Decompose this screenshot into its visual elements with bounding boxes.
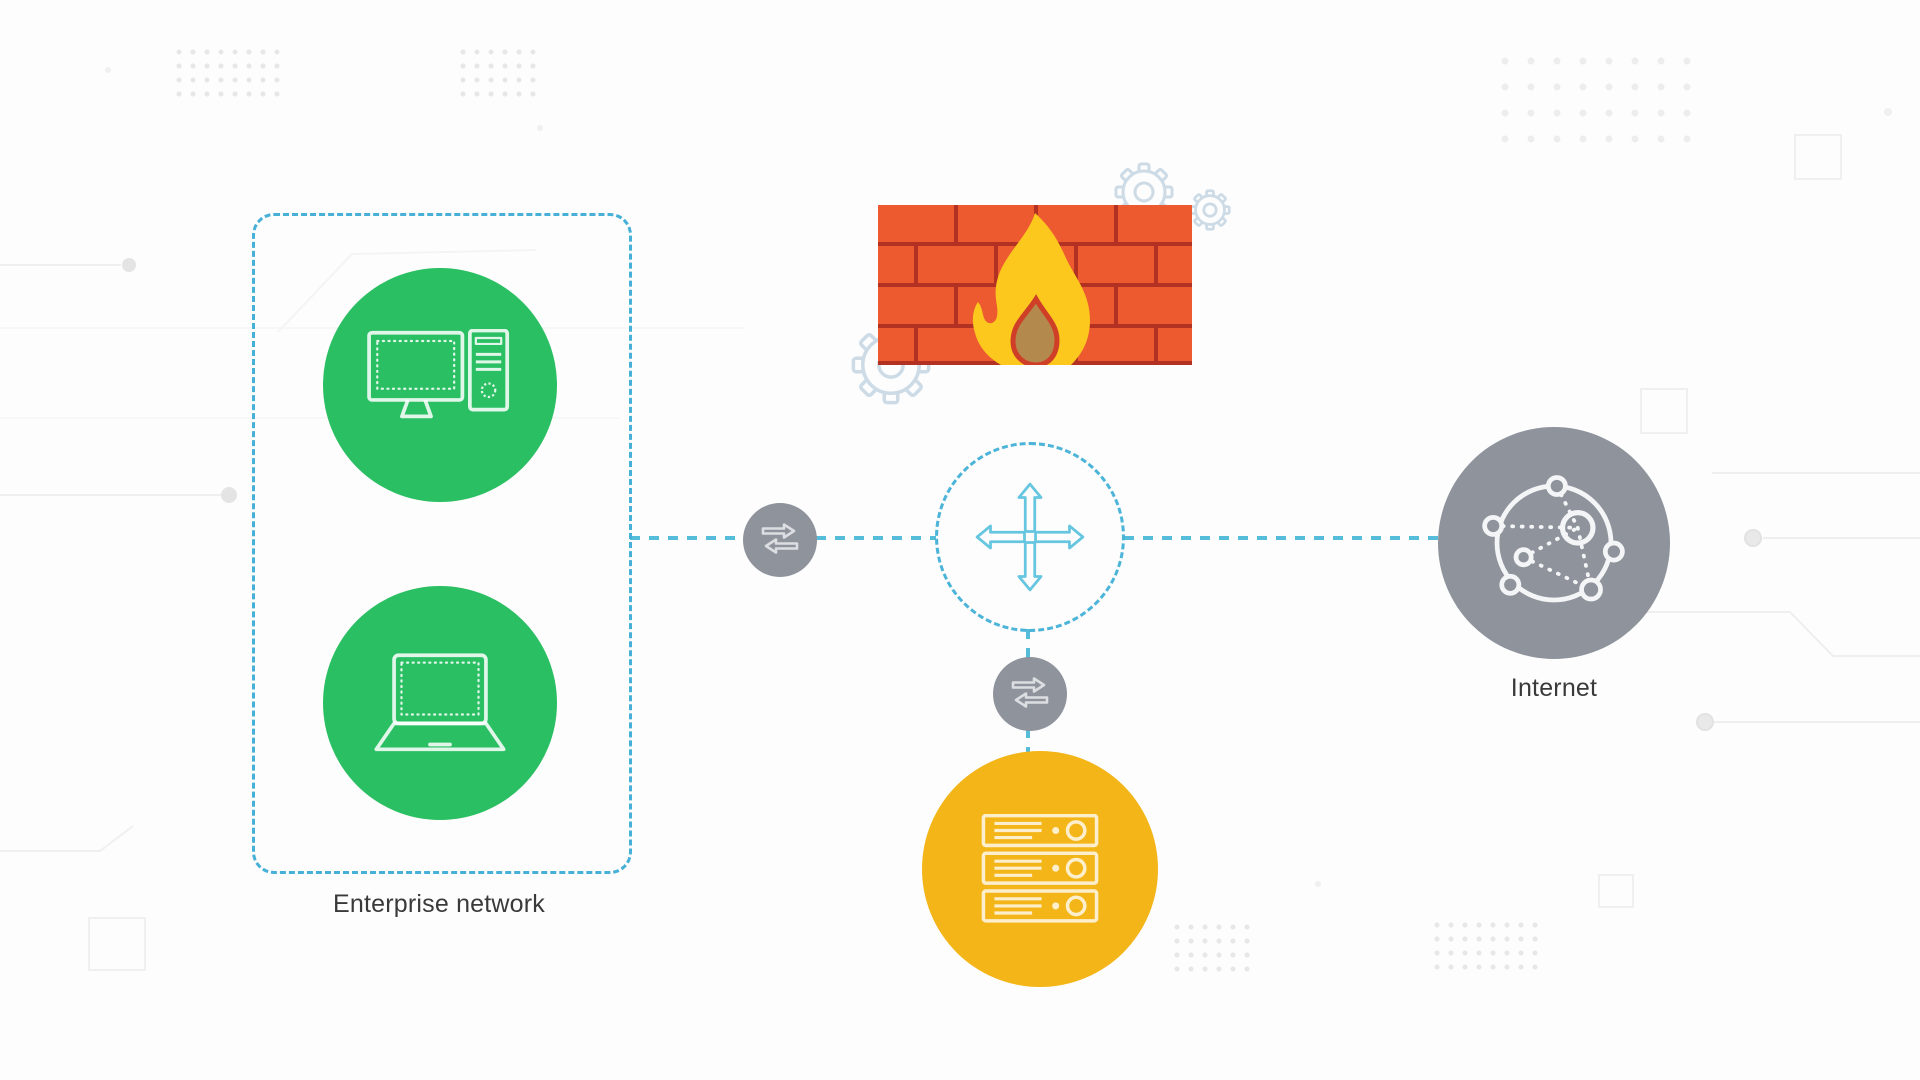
flame-core	[1010, 294, 1060, 365]
enterprise-network-box	[252, 213, 632, 874]
dot-grid-top-left-a	[172, 45, 284, 103]
connector-hub-to-transfer	[1026, 629, 1030, 659]
server-rack-icon	[981, 814, 1099, 923]
routing-hub-node	[935, 442, 1125, 632]
dot-grid-bottom-right	[1430, 918, 1542, 976]
connector-enterprise-to-transfer	[630, 536, 744, 540]
transfer-arrows-icon	[761, 523, 799, 554]
decor-square-bottom-left	[88, 917, 146, 971]
flame-outer	[972, 213, 1090, 365]
enterprise-network-label: Enterprise network	[332, 890, 546, 918]
internet-label: Internet	[1510, 674, 1598, 702]
network-globe-icon	[1482, 475, 1625, 603]
data-transfer-node-left	[743, 503, 817, 577]
dot-grid-top-left-b	[456, 45, 540, 103]
transfer-arrows-icon	[1011, 677, 1049, 708]
connector-transfer-to-servers	[1026, 728, 1030, 754]
decor-square-right	[1640, 388, 1688, 434]
gear-icon	[1189, 189, 1231, 231]
dot-grid-bottom-center	[1170, 920, 1252, 978]
data-transfer-node-bottom	[993, 657, 1067, 731]
desktop-computer-node	[323, 268, 557, 502]
four-way-arrows-icon	[975, 482, 1085, 592]
decor-square-bottom-right	[1598, 874, 1634, 908]
laptop-icon	[374, 653, 506, 752]
decor-square-top-right	[1794, 134, 1842, 180]
connector-hub-to-internet	[1124, 536, 1440, 540]
server-stack-node	[922, 751, 1158, 987]
internet-node	[1438, 427, 1670, 659]
connector-transfer-to-hub	[816, 536, 936, 540]
laptop-node	[323, 586, 557, 820]
desktop-computer-icon	[367, 329, 510, 419]
firewall-icon	[878, 205, 1192, 365]
dot-grid-top-right	[1492, 48, 1692, 148]
